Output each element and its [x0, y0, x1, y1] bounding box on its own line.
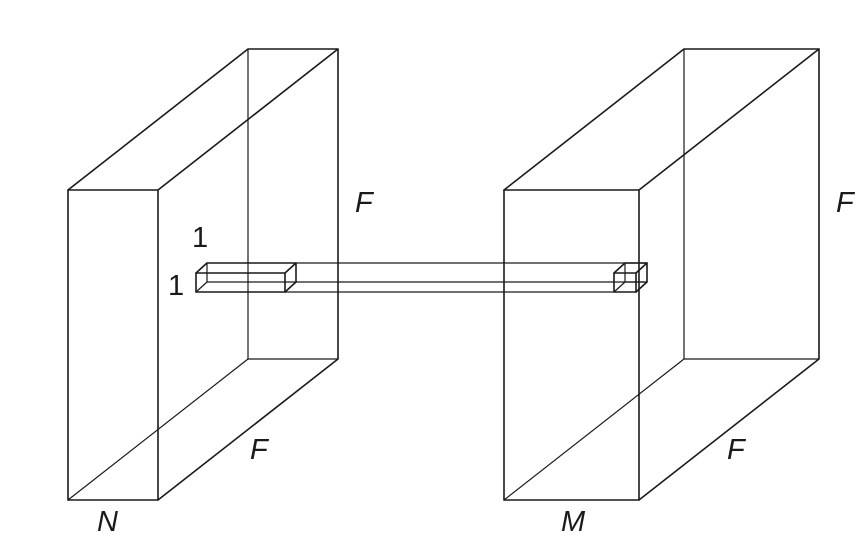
label-f-left-side: F: [355, 187, 375, 219]
left-block-hidden-edges: [247, 48, 339, 360]
label-m: M: [561, 506, 586, 538]
label-n: N: [97, 506, 118, 538]
label-one-left: 1: [168, 270, 184, 302]
label-one-top: 1: [192, 222, 208, 254]
left-block-hidden-bottom-edge: [67, 358, 249, 501]
left-block-front-face: [67, 189, 159, 501]
right-block-right-face: [638, 48, 820, 501]
right-block-m: [503, 48, 820, 501]
unit-box-left: [195, 262, 297, 293]
label-f-left-bottom: F: [250, 434, 270, 466]
unit-cube-right-top: [613, 262, 648, 274]
left-block-top-face: [67, 48, 339, 191]
right-block-hidden-edges: [683, 48, 820, 360]
label-f-right-bottom: F: [727, 434, 747, 466]
connecting-bar: [284, 262, 648, 293]
unit-cube-right-hidden-diag: [613, 281, 626, 293]
left-block-n: [67, 48, 339, 501]
unit-cube-right: [613, 262, 648, 293]
right-block-front-face: [503, 189, 640, 501]
right-block-hidden-bottom-edge: [503, 358, 685, 501]
unit-box-left-hidden-diag: [195, 281, 208, 293]
label-f-right-side: F: [836, 187, 856, 219]
right-block-top-face: [503, 48, 820, 191]
unit-box-left-top: [195, 262, 297, 274]
